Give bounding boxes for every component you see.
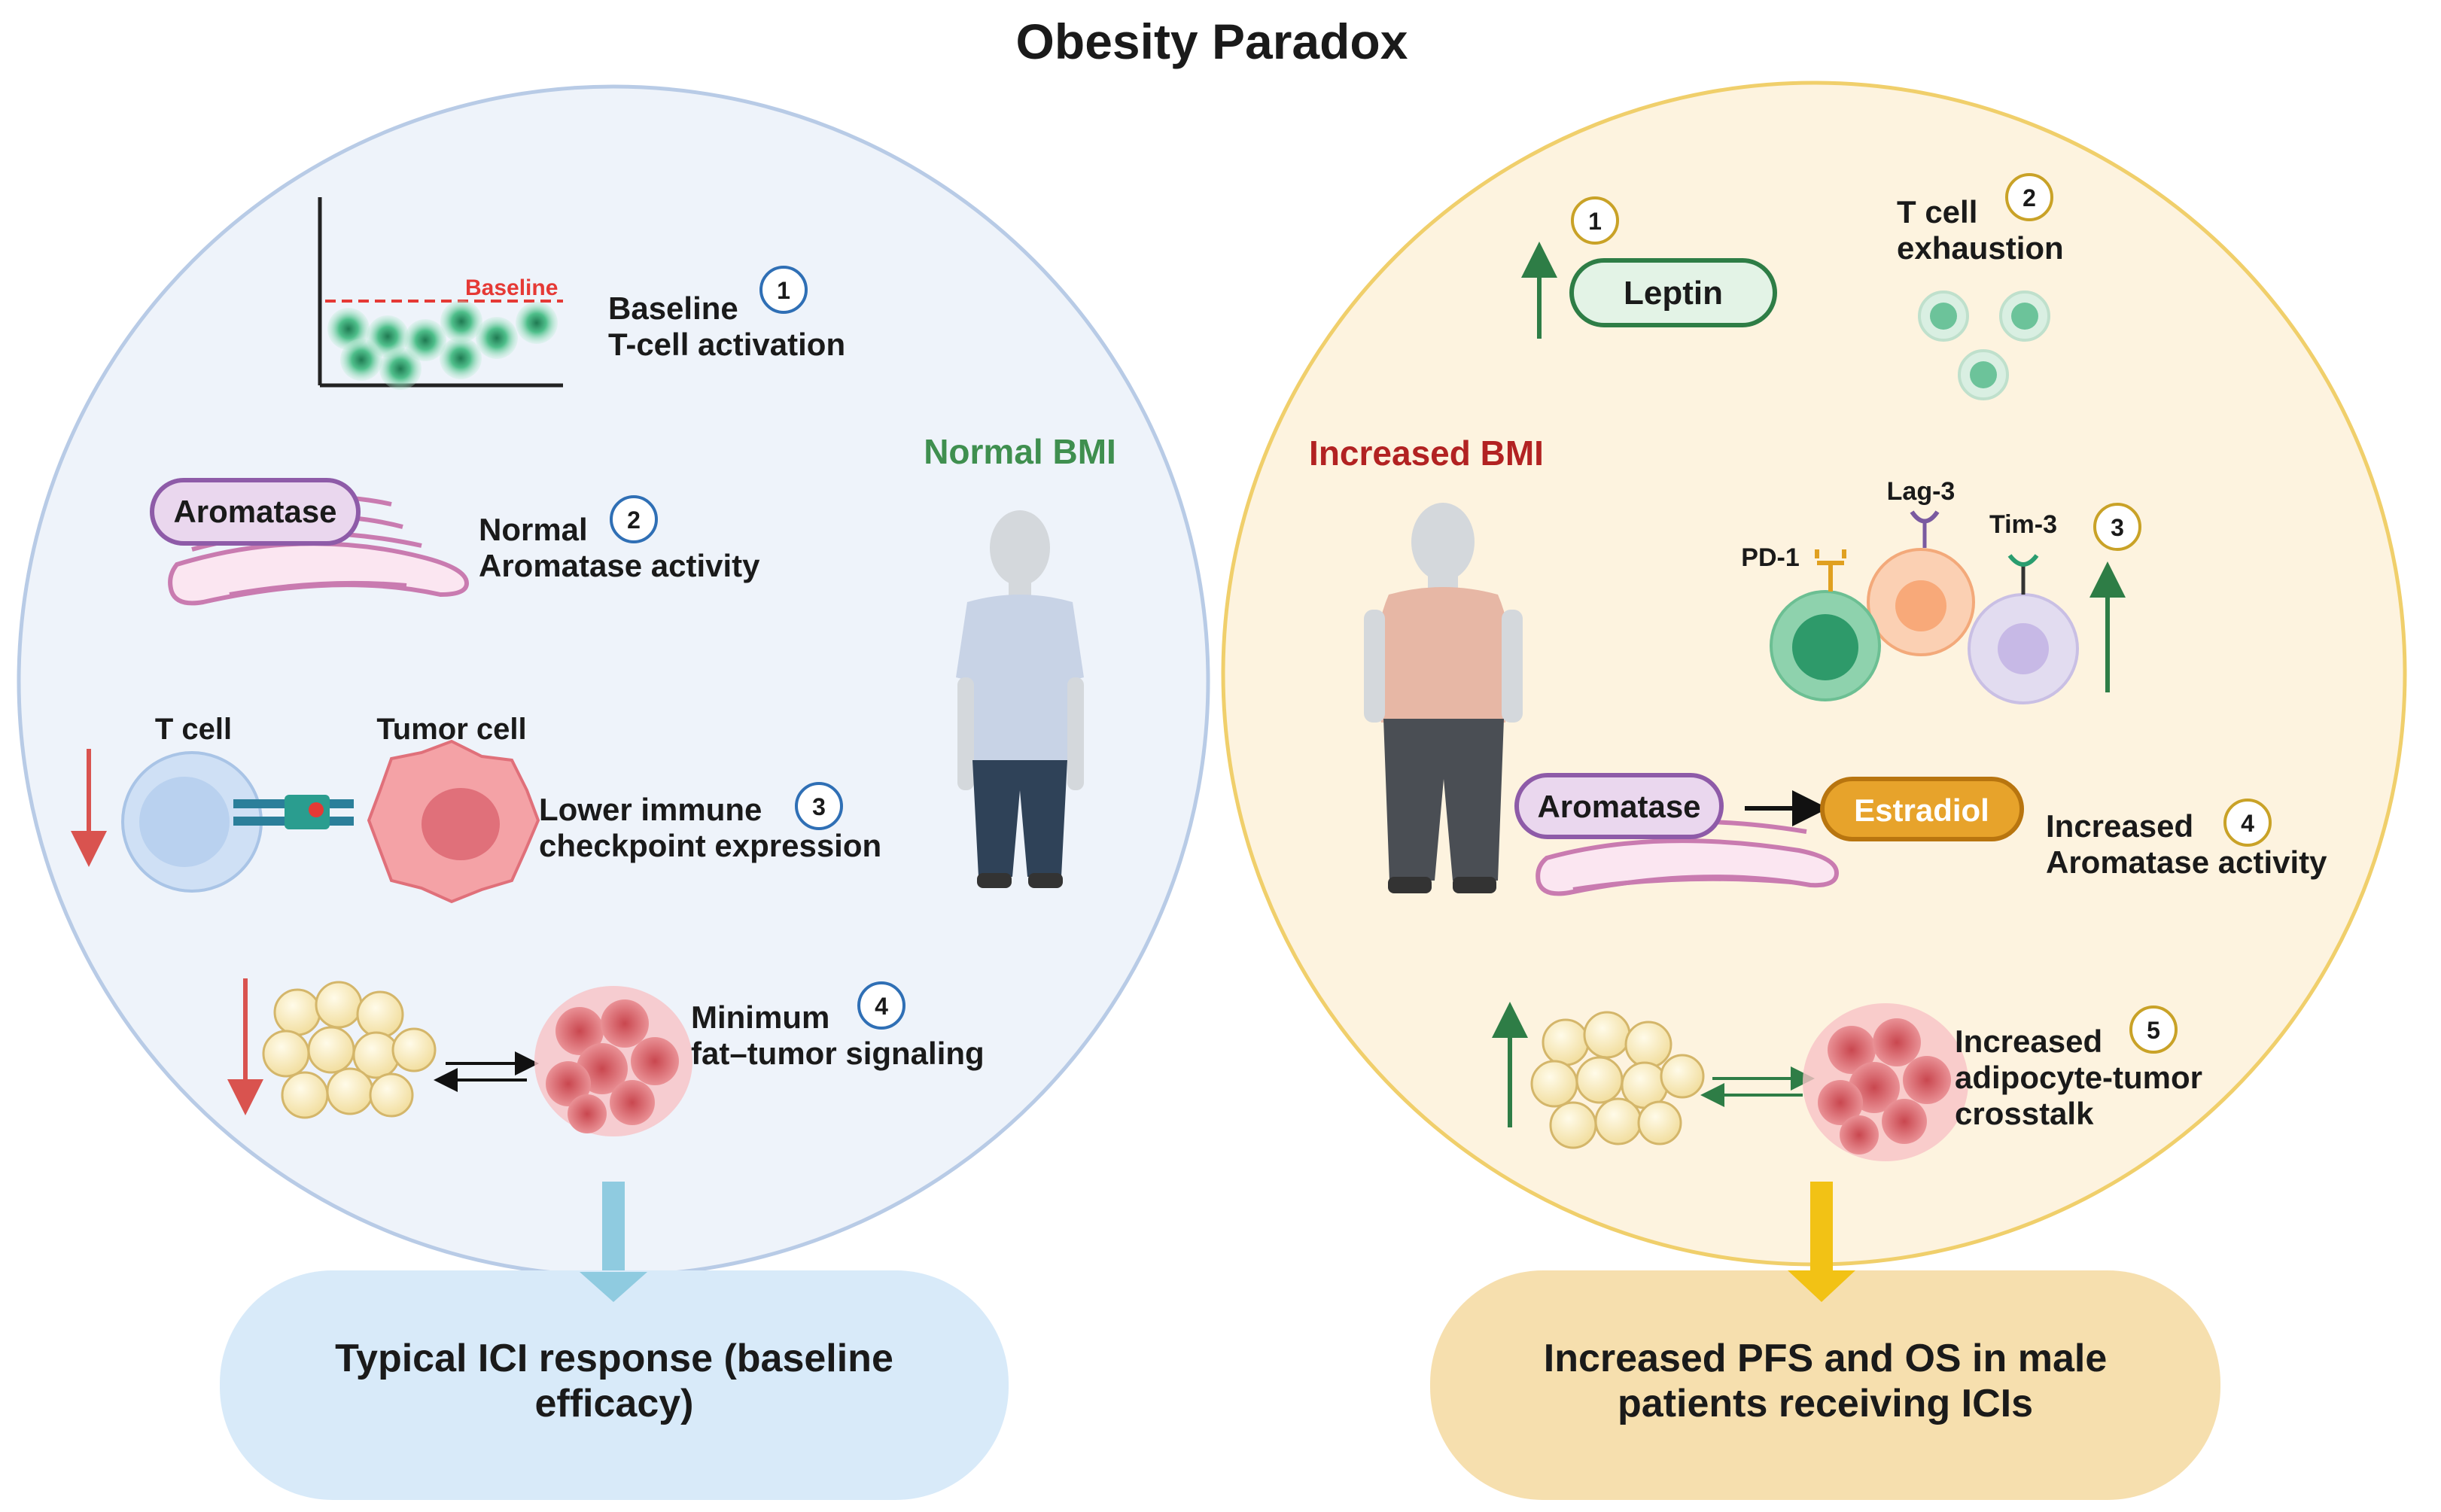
right-item-4-badge [2223, 799, 2272, 847]
person-head [990, 510, 1050, 586]
normal-bmi-label: Normal BMI [924, 432, 1116, 471]
t-cell-dot [340, 339, 382, 381]
right-item-4-line2: Aromatase activity [2046, 844, 2327, 880]
receptor-cells [1770, 510, 2079, 704]
checkpoint-binding [233, 795, 354, 829]
person-jeans [972, 760, 1067, 877]
right-item-5-badge [2129, 1005, 2178, 1054]
right-item-2-number: 2 [2022, 184, 2036, 211]
right-outcome-arrow-shaft [1810, 1182, 1833, 1279]
left-outcome-line1: Typical ICI response (baseline [335, 1337, 893, 1380]
right-item-3-number: 3 [2111, 514, 2124, 541]
left-outcome-arrow-shaft [602, 1182, 625, 1279]
t-cell-nucleus [139, 777, 230, 867]
t-cell-dot [379, 348, 422, 390]
right-item-2-badge [2005, 173, 2053, 221]
pd1-label: PD-1 [1741, 543, 1799, 572]
right-item-3-badge [2093, 503, 2141, 551]
t-cell-dot [476, 317, 518, 359]
increased-bmi-label: Increased BMI [1309, 434, 1544, 473]
right-outcome-arrow-head [1788, 1270, 1855, 1302]
left-item-2-line1: Normal [479, 512, 588, 547]
left-item-3-line1: Lower immune [539, 792, 762, 827]
tumor-cell-nucleus [422, 788, 500, 860]
left-item-4-badge [857, 981, 905, 1030]
right-outcome-line2: patients receiving ICIs [1618, 1382, 2033, 1425]
person-pants [1383, 719, 1504, 881]
right-aromatase-label: Aromatase [1537, 789, 1700, 824]
lag3-label: Lag-3 [1887, 477, 1956, 506]
right-item-2-line1: T cell [1897, 194, 1977, 230]
right-item-5-number: 5 [2147, 1017, 2160, 1044]
left-adipocyte-cluster [262, 981, 437, 1119]
left-item-4-line1: Minimum [691, 999, 829, 1035]
person-head [1411, 503, 1475, 581]
right-item-5-line2: adipocyte-tumor [1955, 1060, 2202, 1095]
right-adipocyte-cluster [1530, 1011, 1705, 1149]
t-cell-label: T cell [155, 713, 232, 746]
left-item-1-badge [759, 266, 808, 314]
left-aromatase-pill [150, 478, 361, 546]
estradiol-pill [1820, 777, 2024, 841]
right-item-4-line1: Increased [2046, 808, 2193, 844]
left-item-1-line2: T-cell activation [608, 327, 845, 362]
right-aromatase-pill [1514, 773, 1724, 839]
right-outcome-box [1430, 1270, 2220, 1500]
left-item-2-number: 2 [627, 507, 641, 534]
estradiol-label: Estradiol [1854, 793, 1989, 828]
person-shirt [956, 595, 1084, 760]
right-item-1-number: 1 [1588, 208, 1602, 235]
normal-bmi-person [956, 510, 1084, 888]
t-cell-dot [440, 300, 482, 342]
tim3-label: Tim-3 [1989, 510, 2057, 539]
left-item-3-line2: checkpoint expression [539, 828, 881, 863]
left-item-4-number: 4 [875, 993, 888, 1020]
left-item-1-line1: Baseline [608, 291, 738, 326]
left-item-1-number: 1 [777, 277, 790, 304]
right-item-2-line2: exhaustion [1897, 230, 2064, 266]
left-item-2-line2: Aromatase activity [479, 548, 760, 583]
right-outcome-line1: Increased PFS and OS in male [1544, 1337, 2108, 1380]
pd1-receptor [1815, 549, 1846, 565]
right-item-1-badge [1571, 196, 1619, 245]
right-tumor-cluster [1803, 1003, 1968, 1161]
leptin-pill [1569, 258, 1777, 327]
leptin-label: Leptin [1624, 275, 1723, 312]
left-item-3-badge [795, 782, 843, 830]
left-item-3-number: 3 [812, 793, 826, 820]
left-outcome-line2: efficacy) [535, 1382, 694, 1425]
baseline-chart-label: Baseline [465, 275, 558, 300]
t-cell-dots [327, 300, 558, 390]
right-item-5-line3: crosstalk [1955, 1096, 2094, 1131]
right-item-5-line1: Increased [1955, 1024, 2102, 1059]
baseline-chart: Baseline [318, 197, 563, 390]
increased-bmi-person [1364, 503, 1523, 893]
figure-title: Obesity Paradox [1016, 14, 1408, 69]
left-item-4-line2: fat–tumor signaling [691, 1036, 985, 1071]
left-aromatase-label: Aromatase [173, 494, 336, 529]
exhausted-t-cells [1918, 291, 2050, 400]
left-item-2-badge [610, 495, 658, 543]
tim3-receptor [2007, 554, 2039, 567]
right-item-4-number: 4 [2241, 810, 2254, 837]
left-tumor-cluster [534, 986, 692, 1136]
t-cell-dot [404, 319, 446, 361]
t-cell-dot [516, 302, 558, 344]
left-outcome-box [220, 1270, 1009, 1500]
person-shirt [1375, 587, 1511, 723]
lag3-receptor [1910, 510, 1940, 524]
t-cell-dot [440, 337, 482, 379]
